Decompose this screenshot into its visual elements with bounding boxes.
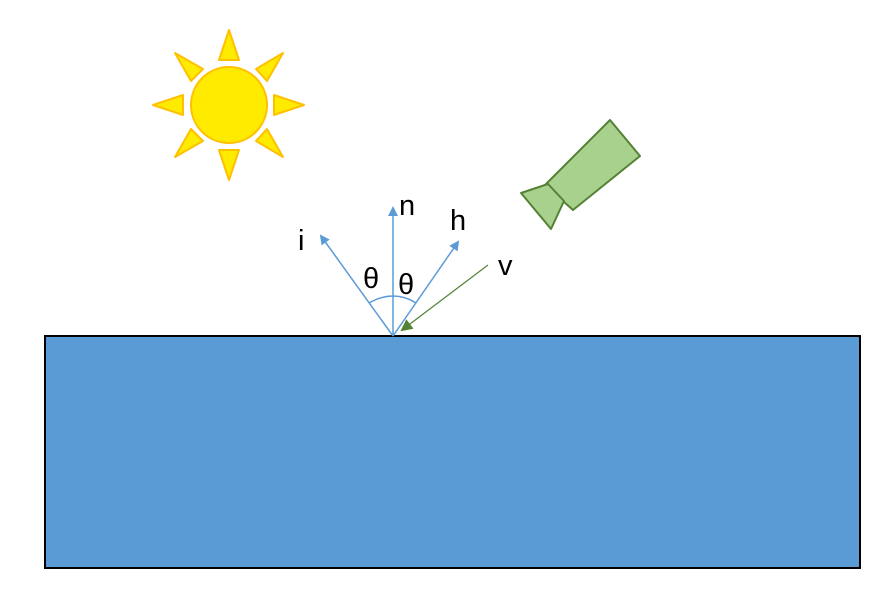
angle-arc-left <box>368 295 394 304</box>
label-angle-right: θ <box>398 269 414 301</box>
label-incident: i <box>298 225 304 257</box>
sun-icon <box>152 29 305 181</box>
camera-icon <box>520 119 641 230</box>
view-vector <box>400 264 489 332</box>
label-normal: n <box>399 190 415 222</box>
incident-vector <box>319 234 394 337</box>
label-view: v <box>498 250 513 282</box>
label-angle-left: θ <box>363 263 379 295</box>
surface-block <box>44 335 861 569</box>
angle-arc-right <box>392 295 417 304</box>
label-half-vector: h <box>450 205 466 237</box>
